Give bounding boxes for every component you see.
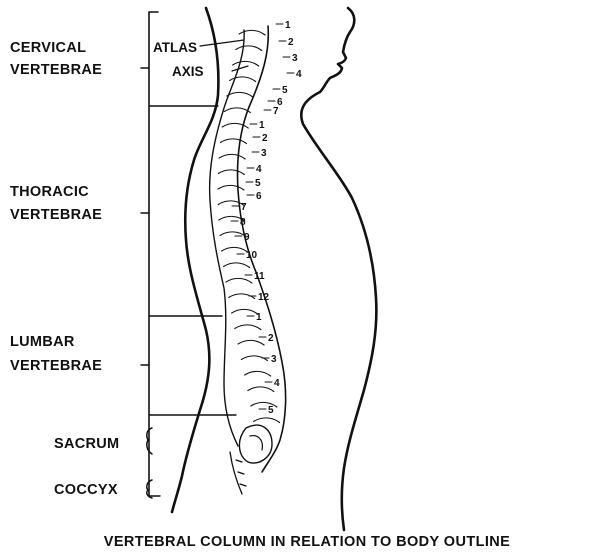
thoracic-number-9: 9 <box>244 232 250 243</box>
thoracic-number-7: 7 <box>241 202 247 213</box>
thoracic-number-6: 6 <box>256 191 262 202</box>
lumbar-number-2: 2 <box>268 333 274 344</box>
vertebra-segment <box>222 123 248 128</box>
vertebra-segment <box>233 61 259 66</box>
label-lumbar-vertebrae: VERTEBRAE <box>10 358 102 374</box>
thoracic-number-10: 10 <box>246 250 258 261</box>
vertebra-segment <box>232 309 258 314</box>
vertebra-segment <box>218 170 244 175</box>
vertebra-numbers: 123456712345678910111212345 <box>231 20 302 416</box>
vertebra-segment <box>226 278 252 283</box>
vertebra-segment <box>235 325 261 330</box>
lumbar-number-1: 1 <box>256 312 262 323</box>
vertebra-segment <box>248 387 274 392</box>
vertebra-segment <box>239 30 265 35</box>
body-outline-back <box>172 8 218 512</box>
cervical-number-3: 3 <box>292 53 298 64</box>
thoracic-number-3: 3 <box>261 148 267 159</box>
diagram-caption: VERTEBRAL COLUMN IN RELATION TO BODY OUT… <box>104 534 510 550</box>
lumbar-number-3: 3 <box>271 354 277 365</box>
label-sacrum: SACRUM <box>54 436 119 452</box>
vertebra-segment <box>227 92 253 97</box>
thoracic-number-4: 4 <box>256 164 262 175</box>
lumbar-number-5: 5 <box>268 405 274 416</box>
cervical-number-1: 1 <box>285 20 291 31</box>
lumbar-number-4: 4 <box>274 378 280 389</box>
cervical-number-5: 5 <box>282 85 288 96</box>
vertebra-segment <box>218 185 244 190</box>
vertebra-segment <box>220 139 246 144</box>
thoracic-number-8: 8 <box>240 217 246 228</box>
vertebra-segment <box>224 263 250 268</box>
body-outline-front <box>301 8 376 530</box>
cervical-number-7: 7 <box>273 106 279 117</box>
vertebra-segment <box>254 418 280 423</box>
cervical-number-4: 4 <box>296 69 302 80</box>
label-cervical-vertebrae: VERTEBRAE <box>10 62 102 78</box>
vertebra-segment <box>219 154 245 159</box>
vertebra-segment <box>238 340 264 345</box>
thoracic-number-5: 5 <box>255 178 261 189</box>
thoracic-number-11: 11 <box>254 271 265 282</box>
vertebra-segment <box>222 247 248 252</box>
label-axis: AXIS <box>172 64 204 79</box>
vertebra-segment <box>236 46 262 51</box>
label-lumbar: LUMBAR <box>10 334 75 350</box>
label-thoracic-vertebrae: VERTEBRAE <box>10 207 102 223</box>
thoracic-number-1: 1 <box>259 120 265 131</box>
label-coccyx: COCCYX <box>54 482 118 498</box>
label-thoracic: THORACIC <box>10 184 89 200</box>
thoracic-number-2: 2 <box>262 133 268 144</box>
cervical-number-2: 2 <box>288 37 294 48</box>
label-cervical: CERVICAL <box>10 40 86 56</box>
label-atlas: ATLAS <box>153 40 197 55</box>
thoracic-number-12: 12 <box>258 292 270 303</box>
vertebra-segment <box>245 371 271 376</box>
